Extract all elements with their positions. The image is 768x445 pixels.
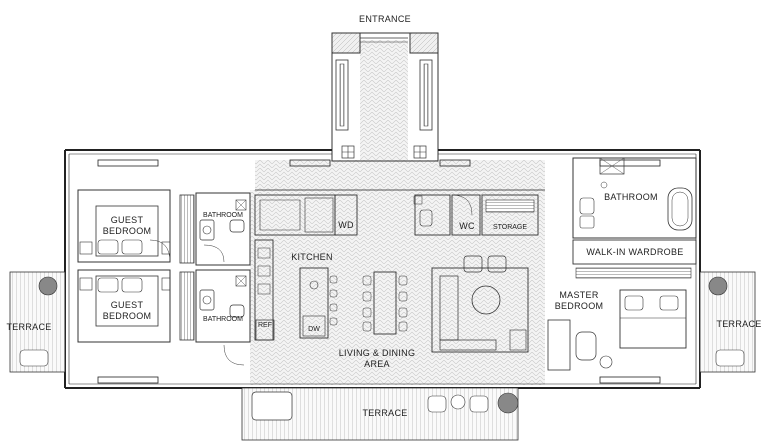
dining-table bbox=[362, 271, 408, 335]
living-area bbox=[431, 255, 529, 353]
label-guest-bedroom-2: GUEST BEDROOM bbox=[102, 300, 152, 321]
label-kitchen: KITCHEN bbox=[291, 252, 333, 262]
guest-bathroom-2 bbox=[195, 269, 251, 366]
master-bathroom bbox=[572, 157, 697, 239]
walk-in-wardrobe bbox=[572, 239, 697, 279]
label-master-bedroom: MASTER BEDROOM bbox=[554, 290, 604, 311]
label-living-dining: LIVING & DINING AREA bbox=[338, 348, 416, 369]
label-guest-bedroom-1: GUEST BEDROOM bbox=[102, 215, 152, 236]
guest-bathroom-1 bbox=[195, 192, 251, 266]
bedroom-closets bbox=[179, 194, 195, 341]
terrace-right bbox=[699, 271, 756, 373]
label-terrace-left: TERRACE bbox=[6, 322, 52, 332]
floor-finishes bbox=[250, 40, 545, 385]
entrance-corridor bbox=[331, 32, 439, 162]
label-dw: DW bbox=[308, 326, 320, 333]
guest-bedroom-1 bbox=[77, 189, 171, 263]
label-ref: REF bbox=[258, 322, 272, 329]
label-master-bathroom: BATHROOM bbox=[604, 192, 658, 202]
label-terrace-bottom: TERRACE bbox=[362, 408, 408, 418]
kitchen-fixtures bbox=[254, 194, 358, 341]
label-wc: WC bbox=[459, 221, 475, 231]
label-bathroom-2: BATHROOM bbox=[203, 316, 243, 323]
terrace-bottom bbox=[241, 387, 519, 441]
guest-bedroom-2 bbox=[77, 269, 171, 343]
label-terrace-right: TERRACE bbox=[716, 319, 762, 329]
label-bathroom-1: BATHROOM bbox=[203, 212, 243, 219]
master-bedroom bbox=[547, 289, 687, 371]
service-rooms bbox=[413, 194, 539, 236]
label-entrance: ENTRANCE bbox=[359, 14, 411, 24]
label-wd: WD bbox=[338, 220, 354, 230]
label-storage: STORAGE bbox=[492, 224, 528, 231]
terrace-left bbox=[9, 271, 66, 373]
label-walk-in-wardrobe: WALK-IN WARDROBE bbox=[586, 247, 684, 257]
